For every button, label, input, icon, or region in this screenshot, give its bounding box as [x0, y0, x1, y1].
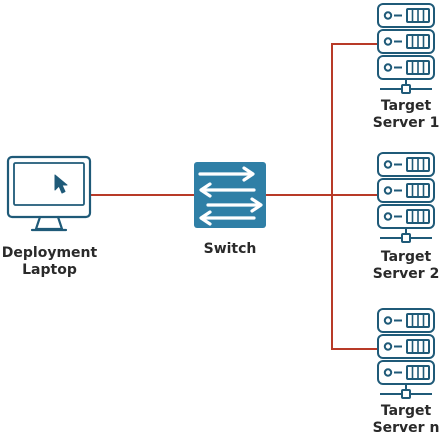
server-2-label-line1: Target	[380, 249, 432, 265]
server-1-label-line1: Target	[380, 98, 432, 114]
laptop-label-line1: Deployment	[1, 245, 98, 261]
server-unit	[377, 360, 435, 385]
server-n-label: Target Server n	[368, 403, 444, 437]
server-base	[380, 384, 432, 399]
switch-label-text: Switch	[203, 241, 257, 257]
connections	[90, 43, 378, 350]
server-n-label-line2: Server n	[372, 420, 440, 436]
server-unit	[377, 308, 435, 333]
server-n-label-line1: Target	[380, 403, 432, 419]
server-base	[380, 228, 432, 243]
server-unit	[377, 204, 435, 229]
server-unit	[377, 29, 435, 54]
monitor-icon	[6, 155, 92, 232]
server-unit	[377, 55, 435, 80]
server-base	[380, 79, 432, 94]
server-rack-icon	[377, 152, 435, 243]
server-unit	[377, 178, 435, 203]
server-2-label: Target Server 2	[368, 249, 444, 283]
laptop-label-line2: Laptop	[22, 262, 77, 278]
server-rack-icon	[377, 3, 435, 94]
server-unit	[377, 3, 435, 28]
server-2-label-line2: Server 2	[372, 266, 440, 282]
server-unit	[377, 152, 435, 177]
server-1-label: Target Server 1	[368, 98, 444, 132]
cursor-icon	[54, 174, 68, 194]
server-1-label-line2: Server 1	[372, 115, 440, 131]
laptop-label: Deployment Laptop	[0, 245, 99, 279]
server-unit	[377, 334, 435, 359]
network-switch-icon	[194, 162, 266, 228]
server-rack-icon	[377, 308, 435, 399]
switch-label: Switch	[194, 241, 266, 258]
